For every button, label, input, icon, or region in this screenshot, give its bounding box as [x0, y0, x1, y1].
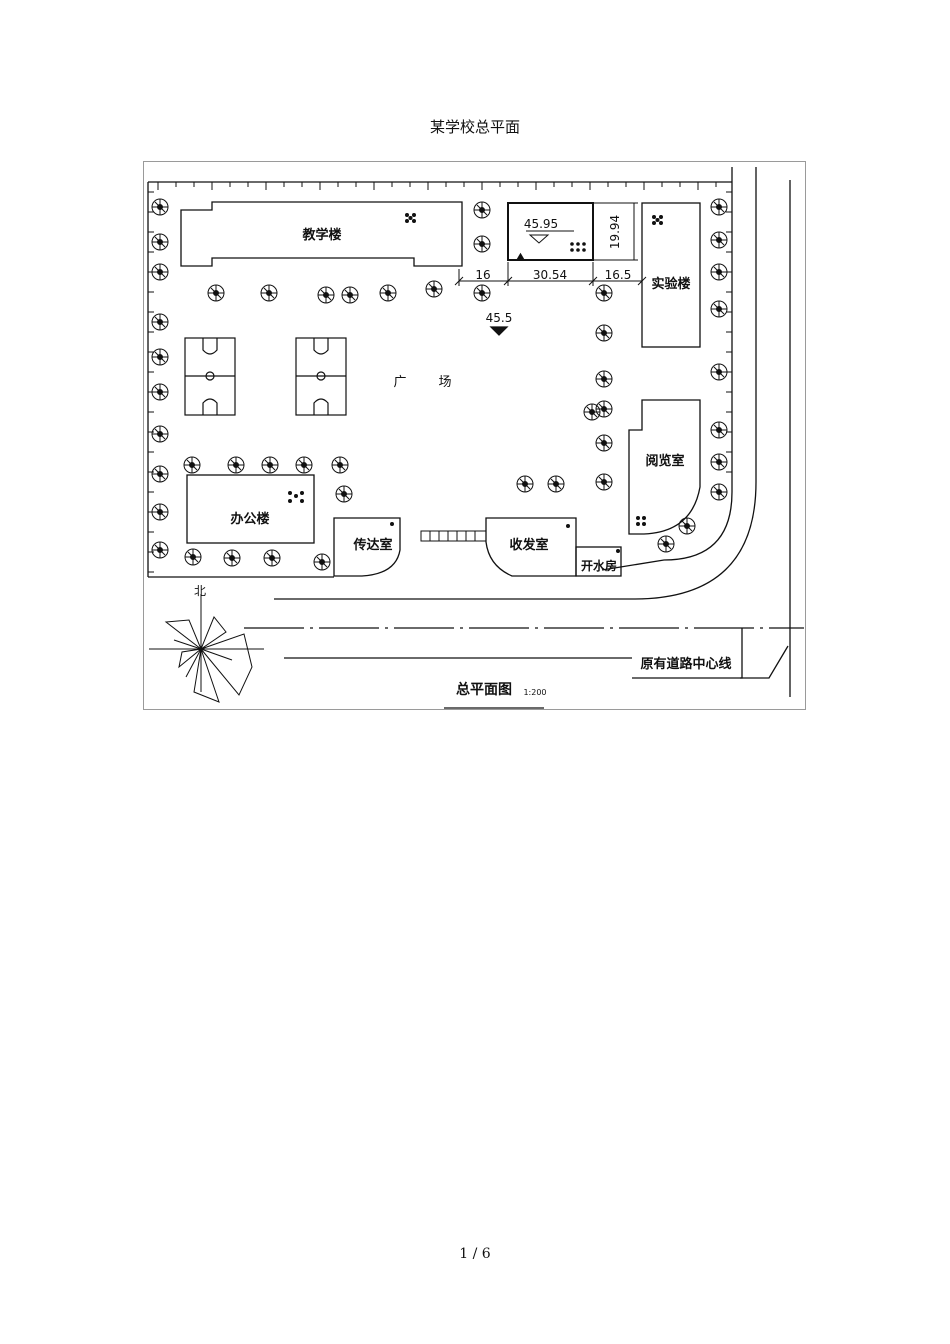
reading-room-label: 阅览室 — [645, 453, 684, 469]
tree-icon — [710, 363, 728, 381]
teaching-building — [180, 201, 463, 267]
tree-icon — [227, 456, 245, 474]
building-door-icon — [390, 522, 394, 526]
dimension-lines — [454, 202, 647, 286]
building-entrance-icon — [652, 215, 663, 225]
elevation-marker-icon — [489, 326, 509, 336]
tree-icon — [595, 370, 613, 388]
tree-icon — [341, 286, 359, 304]
tree-icon — [331, 456, 349, 474]
dimension-building-width: 30.54 — [533, 268, 567, 282]
tree-icon — [207, 284, 225, 302]
site-plan-frame: 教学楼 实验楼 办公楼 阅览室 传达室 收发室 开水房 广 场 45.5 45.… — [143, 161, 806, 710]
tree-icon — [710, 231, 728, 249]
tree-icon — [295, 456, 313, 474]
tree-icon — [678, 517, 696, 535]
tree-icon — [516, 475, 534, 493]
tree-icon — [657, 535, 675, 553]
boiler-room-label: 开水房 — [581, 558, 617, 573]
tree-icon — [223, 549, 241, 567]
boiler-room-building — [575, 546, 622, 577]
building-entrance-icon — [405, 213, 416, 223]
tree-icon — [710, 263, 728, 281]
dimension-left-gap: 16 — [475, 268, 490, 282]
tree-icon — [335, 485, 353, 503]
road-centerline-label: 原有道路中心线 — [640, 656, 731, 672]
dimension-building-depth: 19.94 — [608, 215, 622, 249]
site-elevation-value: 45.5 — [486, 311, 513, 325]
sports-court — [184, 337, 236, 416]
tree-icon — [151, 198, 169, 216]
tree-icon — [595, 284, 613, 302]
tree-icon — [710, 198, 728, 216]
tree-icon — [425, 280, 443, 298]
tree-icon — [473, 235, 491, 253]
lab-building-label: 实验楼 — [651, 276, 690, 292]
tree-icon — [317, 286, 335, 304]
building-floors-icon — [636, 516, 646, 526]
tree-icon — [547, 475, 565, 493]
entrance-arrow-icon — [515, 252, 526, 261]
tree-icon — [151, 233, 169, 251]
tree-icon — [151, 313, 169, 331]
tree-icon — [151, 465, 169, 483]
drawing-title: 总平面图 — [456, 681, 512, 698]
reception-label: 传达室 — [352, 537, 392, 553]
mailroom-building — [485, 517, 577, 577]
tree-icon — [710, 421, 728, 439]
office-building — [186, 474, 315, 544]
building-floors-icon — [570, 242, 586, 252]
tree-icon — [261, 456, 279, 474]
tree-icon — [473, 284, 491, 302]
tree-icon — [151, 503, 169, 521]
drawing-scale: 1:200 — [523, 688, 546, 697]
tree-icon — [583, 403, 601, 421]
teaching-building-label: 教学楼 — [301, 227, 341, 243]
sports-court — [295, 337, 347, 416]
building-door-icon — [566, 524, 570, 528]
tree-icon — [710, 300, 728, 318]
site-boundary — [147, 167, 733, 578]
road-lines — [244, 167, 804, 709]
tree-icon — [151, 541, 169, 559]
office-building-label: 办公楼 — [230, 511, 269, 527]
tree-icon — [260, 284, 278, 302]
tree-icon — [379, 284, 397, 302]
dimension-right-gap: 16.5 — [605, 268, 632, 282]
reading-room-building — [628, 399, 701, 535]
reception-building — [333, 517, 401, 577]
tree-icon — [710, 483, 728, 501]
tree-icon — [151, 383, 169, 401]
north-label: 北 — [194, 584, 206, 598]
wind-rose-icon — [149, 594, 264, 703]
entrance-steps — [420, 530, 487, 542]
tree-icon — [595, 473, 613, 491]
tree-icon — [151, 348, 169, 366]
plaza-label-left: 广 — [393, 375, 406, 390]
tree-icon — [263, 549, 281, 567]
building-elevation-value: 45.95 — [524, 217, 558, 231]
mailroom-label: 收发室 — [509, 537, 548, 553]
tree-icon — [595, 400, 613, 418]
tree-icon — [595, 324, 613, 342]
lab-building — [641, 202, 701, 348]
document-title: 某学校总平面 — [429, 118, 520, 136]
tree-icon — [183, 456, 201, 474]
building-door-icon — [616, 549, 620, 553]
tree-icon — [710, 453, 728, 471]
tree-icon — [184, 548, 202, 566]
tree-icon — [151, 263, 169, 281]
page-number: 1 / 6 — [459, 1246, 491, 1262]
plaza-label-right: 场 — [438, 375, 451, 390]
tree-icon — [151, 425, 169, 443]
building-floors-icon — [288, 491, 304, 503]
tree-icon — [595, 434, 613, 452]
site-plan-drawing: 教学楼 实验楼 办公楼 阅览室 传达室 收发室 开水房 广 场 45.5 45.… — [147, 167, 804, 709]
tree-icon — [473, 201, 491, 219]
elevation-building — [507, 202, 594, 261]
tree-icon — [313, 553, 331, 571]
